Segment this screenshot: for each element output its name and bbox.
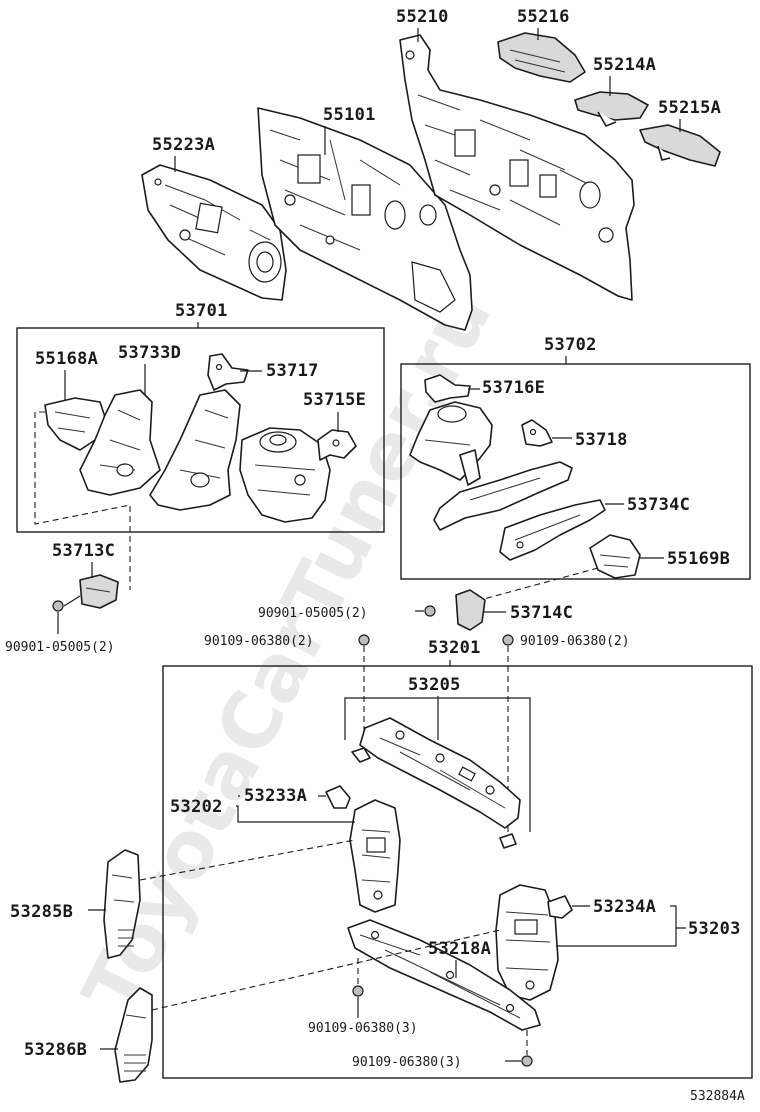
part-53233a[interactable]: [325, 785, 351, 809]
part-55223a[interactable]: [141, 164, 287, 301]
label-53205: 53205: [408, 675, 461, 695]
part-53286b[interactable]: [114, 987, 153, 1083]
label-53714c: 53714C: [510, 603, 573, 623]
label-53717: 53717: [266, 361, 319, 381]
label-55216: 55216: [517, 7, 570, 27]
part-55101[interactable]: [257, 107, 473, 331]
part-strut-tower[interactable]: [239, 427, 331, 523]
label-90109-topright: 90109-06380(2): [520, 634, 630, 649]
part-53218a[interactable]: [347, 919, 541, 1031]
label-90901-left: 90901-05005(2): [5, 640, 115, 655]
part-53205[interactable]: [359, 717, 521, 829]
label-90109-topleft: 90109-06380(2): [204, 634, 314, 649]
label-53285b: 53285B: [10, 902, 73, 922]
part-53715e[interactable]: [317, 429, 357, 461]
part-55215a[interactable]: [639, 124, 721, 167]
bolt-90901-left[interactable]: [52, 600, 64, 634]
label-53201: 53201: [428, 638, 481, 658]
clip-left: [351, 747, 371, 763]
part-53285b[interactable]: [103, 849, 141, 959]
label-55215a: 55215A: [658, 98, 721, 118]
bolt-90901-mid[interactable]: [424, 605, 436, 617]
diagram-id: 532884A: [690, 1089, 745, 1104]
part-53718[interactable]: [521, 419, 553, 447]
bolt-90109-bottom1[interactable]: [352, 985, 364, 1018]
label-90109-bottom1: 90109-06380(3): [308, 1021, 418, 1036]
bolt-90109-bottom2[interactable]: [521, 1055, 533, 1067]
label-53233a: 53233A: [244, 786, 307, 806]
part-53713c[interactable]: [79, 574, 119, 609]
part-53717[interactable]: [207, 353, 249, 391]
part-53733d[interactable]: [79, 389, 161, 496]
part-53714c[interactable]: [455, 589, 486, 631]
part-53234a[interactable]: [547, 895, 573, 919]
label-53701: 53701: [175, 301, 228, 321]
label-53734c: 53734C: [627, 495, 690, 515]
part-53734c[interactable]: [499, 499, 606, 561]
part-55210[interactable]: [399, 34, 635, 301]
part-upper-apron[interactable]: [433, 461, 573, 531]
label-53234a: 53234A: [593, 897, 656, 917]
part-strut-tower-right[interactable]: [409, 401, 493, 486]
label-90901-mid: 90901-05005(2): [258, 606, 368, 621]
label-55210: 55210: [396, 7, 449, 27]
label-55223a: 55223A: [152, 135, 215, 155]
label-53202: 53202: [170, 797, 223, 817]
assembly-box-53201: [162, 665, 753, 1079]
label-53702: 53702: [544, 335, 597, 355]
assembly-box-53701: [16, 327, 385, 533]
bolt-90109-topleft[interactable]: [358, 634, 370, 646]
part-53716e[interactable]: [424, 374, 471, 403]
label-53715e: 53715E: [303, 390, 366, 410]
label-55168a: 55168A: [35, 349, 98, 369]
label-55101: 55101: [323, 105, 376, 125]
label-53716e: 53716E: [482, 378, 545, 398]
bolt-90109-topright[interactable]: [502, 634, 514, 646]
label-90109-bottom2: 90109-06380(3): [352, 1055, 462, 1070]
label-55214a: 55214A: [593, 55, 656, 75]
clip-right: [499, 833, 517, 849]
part-55169b[interactable]: [589, 534, 641, 579]
label-53203: 53203: [688, 919, 741, 939]
part-apron-bracket[interactable]: [149, 389, 241, 511]
part-55216[interactable]: [497, 32, 586, 83]
assembly-box-53702: [400, 363, 751, 580]
label-53733d: 53733D: [118, 343, 181, 363]
label-53218a: 53218A: [428, 939, 491, 959]
label-53718: 53718: [575, 430, 628, 450]
part-53202[interactable]: [349, 799, 401, 913]
part-55214a[interactable]: [574, 91, 649, 127]
label-53713c: 53713C: [52, 541, 115, 561]
part-53203[interactable]: [495, 884, 559, 1001]
label-53286b: 53286B: [24, 1040, 87, 1060]
label-55169b: 55169B: [667, 549, 730, 569]
